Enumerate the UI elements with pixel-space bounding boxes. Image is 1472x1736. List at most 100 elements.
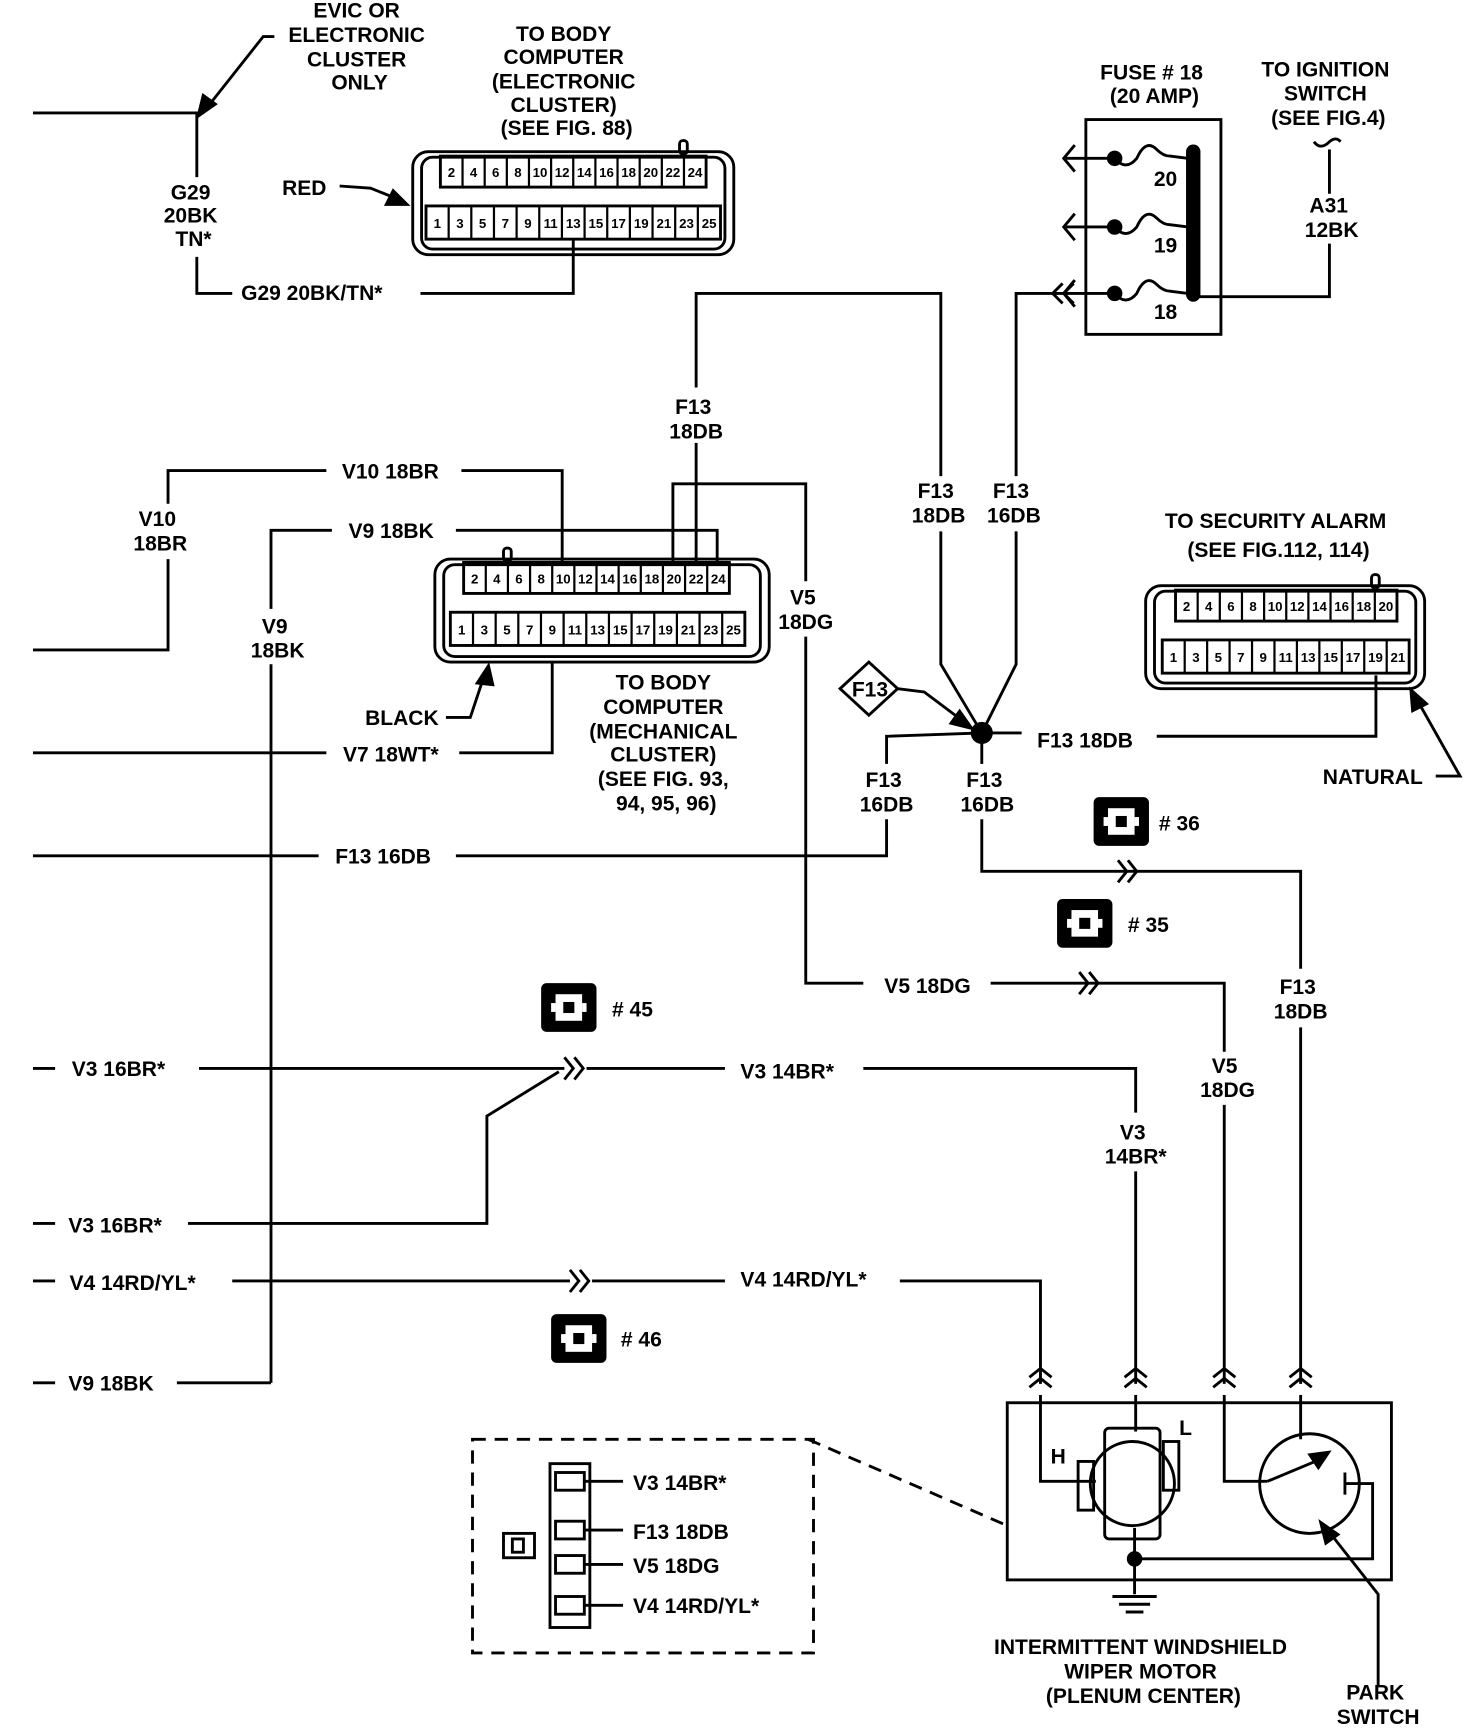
- v9-bottom-label: V9 18BK: [68, 1373, 153, 1396]
- pin-number: 1: [1170, 650, 1178, 665]
- v9-vertical-label: V9 18BK: [251, 615, 305, 662]
- red-arrowhead: [383, 188, 411, 206]
- pin-number: 15: [589, 216, 604, 231]
- pin-number: 8: [514, 165, 521, 180]
- fuse-block: [1061, 118, 1342, 336]
- arrow-left-icon: [1061, 212, 1076, 242]
- pin-number: 25: [702, 216, 717, 231]
- pin-number: 17: [1346, 650, 1361, 665]
- pin-number: 8: [1249, 599, 1256, 614]
- chevron-connector-icon: [1212, 1366, 1237, 1389]
- pin-number: 8: [537, 571, 544, 586]
- v3-14br-horizontal-label: V3 14BR*: [740, 1060, 834, 1083]
- pin-number: 7: [1237, 650, 1244, 665]
- connector-35-label: # 35: [1128, 914, 1169, 937]
- a31-label: A31 12BK: [1305, 195, 1359, 242]
- pin-number: 11: [1279, 650, 1294, 665]
- f13-splice-diamond: F13: [837, 660, 976, 731]
- fuse-number-19: 19: [1154, 234, 1177, 257]
- splice-label: F13: [852, 678, 888, 701]
- pin-number: 2: [1183, 599, 1190, 614]
- v3-16br-upper-label: V3 16BR*: [72, 1058, 166, 1081]
- pin-number: 3: [1192, 650, 1199, 665]
- pin-number: 19: [658, 622, 673, 637]
- fuse-number-18: 18: [1154, 301, 1178, 324]
- pin-number: 22: [689, 571, 704, 586]
- pin-number: 7: [502, 216, 509, 231]
- connector-key-tab: [678, 139, 689, 156]
- connector-35-icon: [1057, 899, 1113, 948]
- v3-16br-lower-label: V3 16BR*: [68, 1214, 162, 1237]
- fuse-title: FUSE # 18 (20 AMP): [1100, 62, 1209, 108]
- pin-number: 21: [656, 216, 671, 231]
- pin-number: 24: [688, 165, 703, 180]
- evic-note: EVIC OR ELECTRONIC CLUSTER ONLY: [288, 0, 430, 95]
- chevron-connector-icon: [568, 1268, 591, 1293]
- inset-pin-f13: F13 18DB: [633, 1521, 729, 1544]
- pin-number: 13: [590, 622, 605, 637]
- pin-number: 16: [622, 571, 637, 586]
- pin-number: 10: [556, 571, 571, 586]
- chevron-connector-icon: [1123, 1366, 1148, 1389]
- black-label: BLACK: [365, 707, 439, 730]
- fuse-element-icon: [1113, 279, 1188, 302]
- f13-16db-left-v-label: F13 16DB: [860, 769, 914, 816]
- chevron-connector-icon: [1116, 859, 1139, 884]
- red-pointer: [339, 184, 399, 201]
- chevron-connector-icon: [1028, 1366, 1053, 1389]
- pin-number: 4: [470, 165, 478, 180]
- v4-right-label: V4 14RD/YL*: [740, 1269, 867, 1292]
- pin-number: 20: [667, 571, 682, 586]
- motor-low-label: L: [1179, 1417, 1192, 1440]
- pin-number: 4: [1205, 599, 1213, 614]
- v9-horizontal-label: V9 18BK: [349, 520, 434, 543]
- pin-number: 9: [524, 216, 531, 231]
- pin-number: 16: [599, 165, 614, 180]
- pin-number: 15: [1323, 650, 1338, 665]
- pin-number: 13: [1301, 650, 1316, 665]
- electronic-cluster-title: TO BODY COMPUTER (ELECTRONIC CLUSTER) (S…: [492, 23, 641, 140]
- pin-number: 14: [600, 571, 615, 586]
- pin-number: 12: [578, 571, 593, 586]
- f13-18db-right-label: F13 18DB: [1037, 729, 1133, 752]
- natural-arrowhead: [1409, 686, 1430, 713]
- motor-title: INTERMITTENT WINDSHIELD WIPER MOTOR (PLE…: [994, 1636, 1293, 1708]
- pin-number: 22: [666, 165, 681, 180]
- pin-number: 19: [634, 216, 649, 231]
- pin-number: 7: [526, 622, 533, 637]
- pin-number: 4: [493, 571, 501, 586]
- natural-label: NATURAL: [1323, 766, 1423, 789]
- v10-horizontal-label: V10 18BR: [342, 460, 439, 483]
- fuse-element-icon: [1113, 212, 1188, 236]
- chevron-connector-icon: [1288, 1366, 1313, 1389]
- f13-18db-mid-label: F13 18DB: [912, 480, 966, 527]
- v3-14br-vertical-label: V3 14BR*: [1105, 1121, 1168, 1168]
- pin-number: 3: [481, 622, 488, 637]
- pin-number: 21: [681, 622, 696, 637]
- pin-row: [424, 204, 722, 241]
- v7-label: V7 18WT*: [343, 744, 440, 767]
- pin-number: 16: [1334, 599, 1349, 614]
- park-switch-label: PARK SWITCH: [1337, 1681, 1420, 1728]
- connector-shell: [1144, 584, 1427, 691]
- chevron-connector-icon: [563, 1056, 586, 1081]
- v5-lower-label: V5 18DG: [1200, 1055, 1255, 1102]
- inset-pin-v3: V3 14BR*: [633, 1472, 727, 1495]
- security-alarm-title: TO SECURITY ALARM (SEE FIG.112, 114): [1165, 510, 1392, 562]
- pin-number: 14: [1312, 599, 1327, 614]
- v4-left-label: V4 14RD/YL*: [69, 1272, 196, 1295]
- pin-number: 18: [621, 165, 636, 180]
- g29-horizontal-label: G29 20BK/TN*: [241, 282, 383, 305]
- pin-number: 9: [1260, 650, 1267, 665]
- pin-number: 17: [611, 216, 626, 231]
- motor-high-label: H: [1051, 1446, 1066, 1469]
- pin-row: [448, 610, 747, 647]
- pin-number: 24: [711, 571, 726, 586]
- pin-number: 14: [577, 165, 592, 180]
- pin-number: 5: [1215, 650, 1223, 665]
- fuse-number-20: 20: [1154, 168, 1177, 191]
- connector-36-label: # 36: [1159, 812, 1200, 835]
- pin-number: 3: [456, 216, 463, 231]
